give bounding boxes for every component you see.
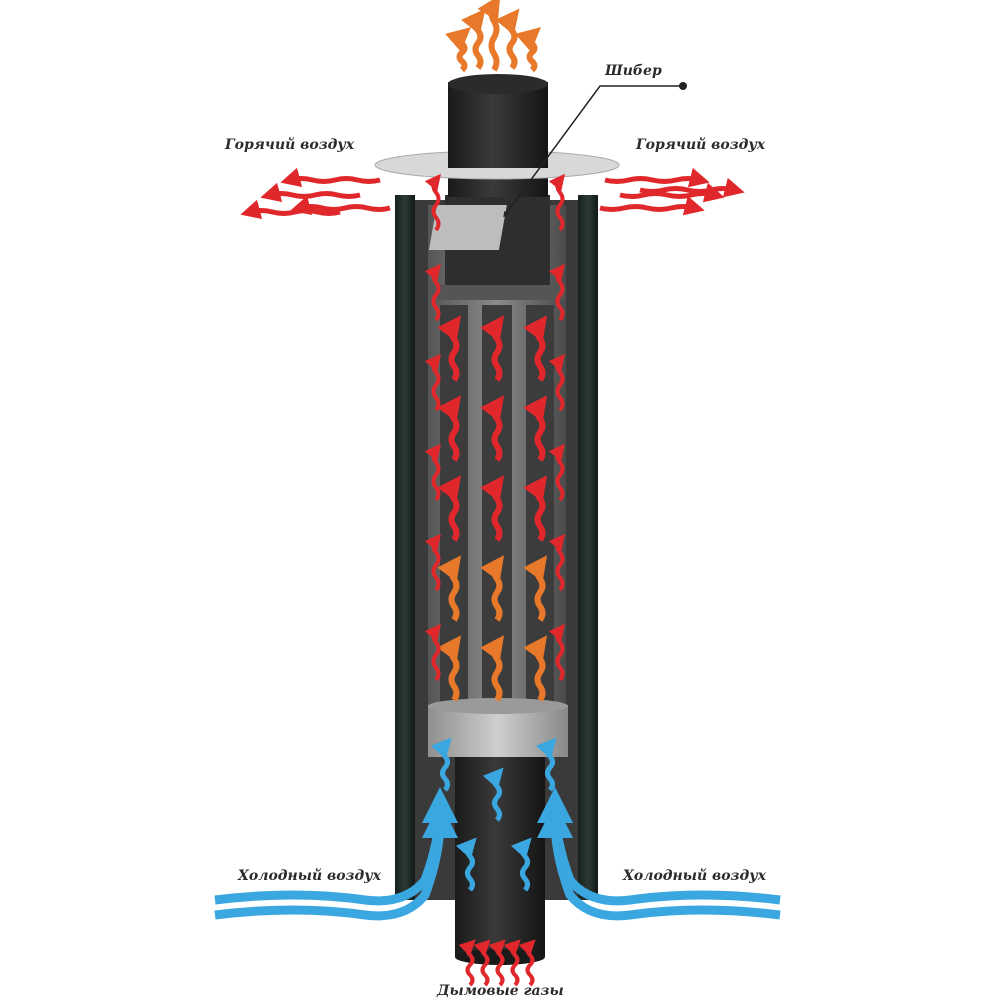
wavy-arrow-icon bbox=[515, 27, 542, 73]
wavy-arrow-icon bbox=[503, 939, 521, 987]
arrow-icon bbox=[260, 182, 361, 203]
outer-casing-right bbox=[578, 195, 598, 900]
wavy-arrow-icon bbox=[424, 263, 441, 322]
wavy-arrow-icon bbox=[480, 635, 505, 702]
flue-gases-label: Дымовые газы bbox=[437, 983, 564, 999]
cold-air-arrow-icon bbox=[537, 802, 781, 921]
hot-air-label-left: Горячий воздух bbox=[225, 137, 355, 153]
hot-air-label-right: Горячий воздух bbox=[636, 137, 766, 153]
wavy-arrow-icon bbox=[437, 555, 462, 622]
wavy-arrow-icon bbox=[535, 737, 557, 792]
wavy-arrow-icon bbox=[523, 555, 548, 622]
arrow-icon bbox=[240, 199, 341, 220]
wavy-arrow-icon bbox=[445, 27, 472, 73]
wavy-arrow-icon bbox=[548, 353, 565, 412]
wavy-arrow-icon bbox=[482, 767, 504, 822]
outer-casing-left bbox=[395, 195, 415, 900]
damper-leader-line bbox=[503, 85, 683, 218]
wavy-arrow-icon bbox=[437, 315, 462, 382]
damper-base bbox=[430, 285, 565, 300]
top-pipe-rim bbox=[448, 74, 548, 94]
wavy-arrow-icon bbox=[488, 939, 506, 987]
arrow-icon bbox=[639, 177, 745, 198]
cold-air-arrow-icon bbox=[214, 802, 458, 921]
wavy-arrow-icon bbox=[437, 475, 462, 542]
damper-plate bbox=[428, 205, 507, 250]
wavy-arrow-icon bbox=[495, 8, 520, 70]
wavy-arrow-icon bbox=[461, 8, 486, 70]
wavy-arrow-icon bbox=[548, 263, 565, 322]
wavy-arrow-icon bbox=[424, 623, 441, 682]
top-chimney-pipe bbox=[448, 82, 548, 197]
cold-air-label-left: Холодный воздух bbox=[238, 868, 381, 884]
wavy-arrow-icon bbox=[424, 533, 441, 592]
wavy-arrow-icon bbox=[424, 173, 441, 232]
wavy-arrow-icon bbox=[455, 837, 477, 892]
wavy-arrow-icon bbox=[523, 395, 548, 462]
wavy-arrow-icon bbox=[437, 395, 462, 462]
cold-air-label-right: Холодный воздух bbox=[623, 868, 766, 884]
wavy-arrow-icon bbox=[430, 737, 452, 792]
arrow-icon bbox=[280, 167, 381, 188]
wavy-arrow-icon bbox=[480, 315, 505, 382]
wavy-arrow-icon bbox=[548, 533, 565, 592]
wavy-arrow-icon bbox=[480, 555, 505, 622]
wavy-arrow-icon bbox=[437, 635, 462, 702]
wavy-arrow-icon bbox=[473, 939, 491, 987]
wavy-arrow-icon bbox=[548, 443, 565, 502]
wavy-arrow-icon bbox=[518, 939, 536, 987]
arrow-icon bbox=[604, 167, 710, 188]
wavy-arrow-icon bbox=[424, 443, 441, 502]
wavy-arrow-icon bbox=[510, 837, 532, 892]
wavy-arrow-icon bbox=[480, 475, 505, 542]
wavy-arrow-icon bbox=[523, 315, 548, 382]
wavy-arrow-icon bbox=[424, 353, 441, 412]
wavy-arrow-icon bbox=[477, 0, 501, 72]
wavy-arrow-icon bbox=[523, 475, 548, 542]
wavy-arrow-icon bbox=[548, 173, 565, 232]
airflow-arrows bbox=[214, 0, 781, 987]
wavy-arrow-icon bbox=[458, 939, 476, 987]
arrow-icon bbox=[290, 195, 391, 216]
wavy-arrow-icon bbox=[523, 635, 548, 702]
wavy-arrow-icon bbox=[548, 623, 565, 682]
arrow-icon bbox=[599, 195, 705, 216]
damper-label: Шибер bbox=[605, 63, 662, 79]
wavy-arrow-icon bbox=[480, 395, 505, 462]
